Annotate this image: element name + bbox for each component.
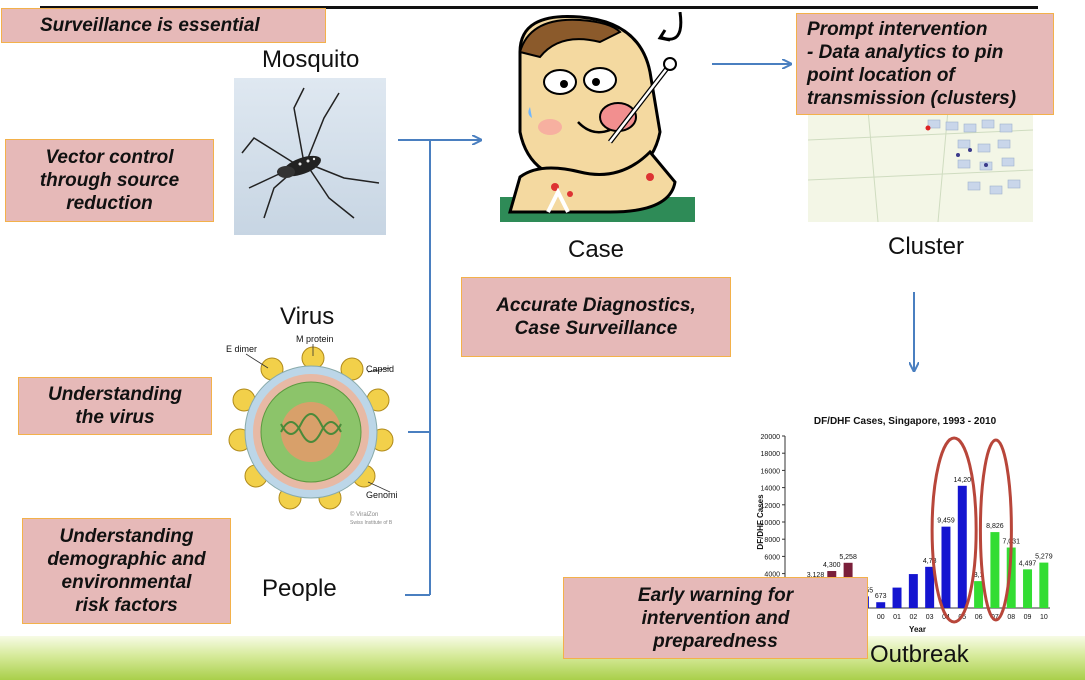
- chart-x-tick-label: 06: [975, 614, 983, 621]
- callout-early-warning: Early warning for intervention and prepa…: [563, 577, 868, 659]
- chart-bar: [1006, 547, 1016, 608]
- chart-bar: [908, 574, 918, 608]
- label-cluster: Cluster: [888, 233, 965, 260]
- credit-viralzone: © ViralZon: [350, 511, 378, 518]
- label-e-dimer: E dimer: [226, 344, 257, 354]
- chart-x-label: Year: [909, 625, 926, 634]
- chart-y-tick-label: 14000: [761, 486, 781, 493]
- label-mosquito: Mosquito: [262, 46, 360, 73]
- callout-prompt-intervention: Prompt intervention - Data analytics to …: [796, 13, 1054, 115]
- chart-y-tick-label: 18000: [761, 451, 781, 458]
- chart-x-tick-label: 01: [893, 614, 901, 621]
- chart-data-label: 5,279: [1035, 554, 1053, 561]
- chart-y-tick-label: 4000: [764, 572, 780, 579]
- callout-diagnostics: Accurate Diagnostics, Case Surveillance: [461, 277, 731, 357]
- chart-x-tick-label: 00: [877, 614, 885, 621]
- chart-title: DF/DHF Cases, Singapore, 1993 - 2010: [814, 416, 997, 427]
- chart-data-label: 4,78: [923, 558, 937, 565]
- chart-y-tick-label: 6000: [764, 554, 780, 561]
- chart-data-label: 4,300: [823, 562, 841, 569]
- highlight-ellipse-2004-2005: [930, 436, 978, 624]
- credit-sib: Swiss Institute of B: [350, 520, 393, 526]
- cluster-map-image: [808, 110, 1033, 222]
- chart-bar: [1023, 569, 1033, 608]
- callout-surveillance: Surveillance is essential: [1, 8, 326, 43]
- chart-y-tick-label: 12000: [761, 503, 781, 510]
- label-genome: Genomi: [366, 490, 398, 500]
- chart-bar: [876, 602, 886, 608]
- mosquito-image: [234, 78, 386, 235]
- chart-data-label: 4,497: [1019, 560, 1037, 567]
- callout-vector-control: Vector control through source reduction: [5, 139, 214, 222]
- label-m-protein: M protein: [296, 334, 334, 344]
- chart-bar: [941, 526, 951, 608]
- highlight-ellipse-2007: [978, 438, 1013, 622]
- chart-data-label: 3,128: [807, 572, 825, 579]
- chart-x-tick-label: 09: [1024, 614, 1032, 621]
- chart-y-tick-label: 10000: [761, 520, 781, 527]
- footer-band: [0, 636, 1085, 680]
- chart-bar: [974, 581, 984, 608]
- chart-data-label: 8,826: [986, 523, 1004, 530]
- chart-bar: [990, 532, 1000, 608]
- label-people: People: [262, 575, 337, 602]
- chart-bar: [892, 587, 902, 608]
- chart-x-tick-label: 07: [991, 614, 999, 621]
- chart-x-tick-label: 08: [1007, 614, 1015, 621]
- chart-bar: [957, 485, 967, 608]
- chart-bar: [925, 566, 935, 608]
- label-case: Case: [568, 236, 625, 263]
- chart-data-label: 14,20: [954, 477, 972, 484]
- chart-x-tick-label: 10: [1040, 614, 1048, 621]
- chart-data-label: 5,258: [839, 554, 857, 561]
- chart-y-label: DF/DHF Cases: [756, 494, 765, 550]
- case-cartoon-image: [500, 12, 695, 222]
- chart-bar: [1039, 562, 1049, 608]
- callout-understanding-virus: Understanding the virus: [18, 377, 212, 435]
- label-virus: Virus: [280, 303, 335, 330]
- chart-data-label: 9,459: [937, 518, 955, 525]
- chart-y-tick-label: 8000: [764, 537, 780, 544]
- top-rule: [40, 6, 1038, 9]
- callout-demographic-risk: Understanding demographic and environmen…: [22, 518, 231, 624]
- chart-data-label: 673: [875, 593, 887, 600]
- label-outbreak: Outbreak: [870, 641, 969, 668]
- label-capsid: Capsid: [366, 364, 394, 374]
- chart-x-tick-label: 02: [909, 614, 917, 621]
- chart-y-tick-label: 20000: [761, 434, 781, 441]
- chart-y-tick-label: 16000: [761, 468, 781, 475]
- virus-diagram-image: E dimer M protein Capsid Genomi © ViralZ…: [218, 332, 408, 528]
- chart-x-tick-label: 03: [926, 614, 934, 621]
- chart-data-label: 3,1: [974, 572, 984, 579]
